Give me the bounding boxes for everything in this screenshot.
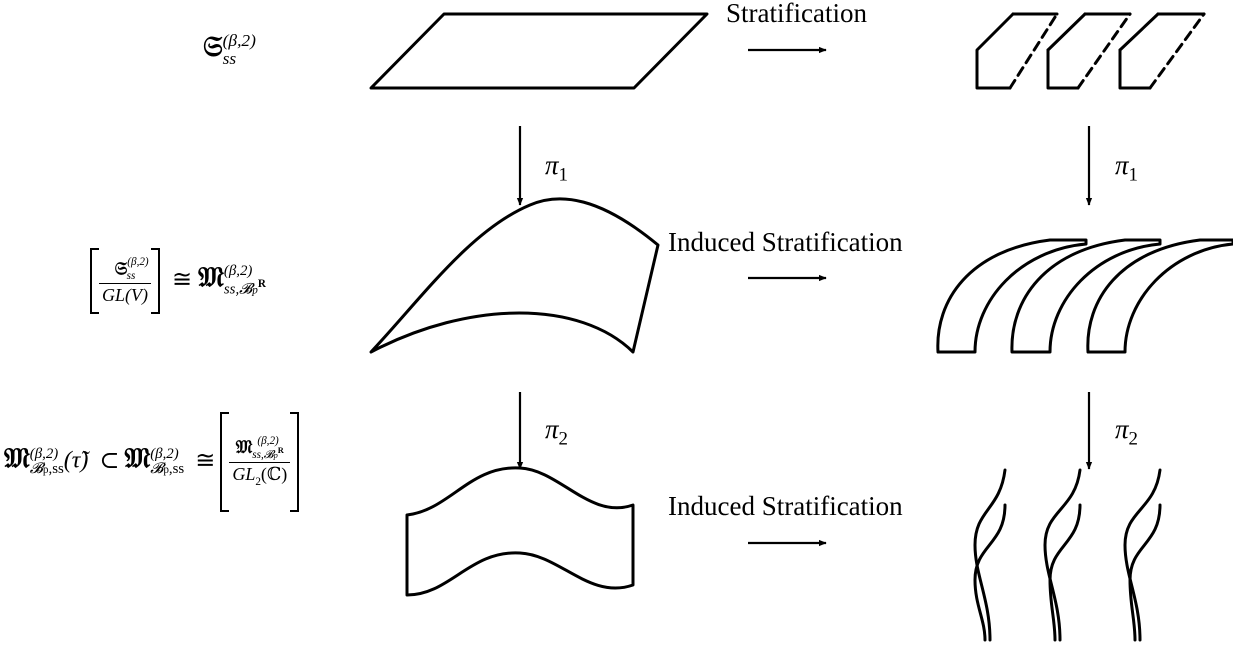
stratified-strips xyxy=(975,12,1206,90)
formula-row3: 𝔐(β,2)𝓑p,ss(τ̃) ⊂𝔐(β,2)𝓑p,ss ≅𝔐(β,2)ss,𝓑… xyxy=(4,412,300,512)
label-pi2-left: π2 xyxy=(545,414,568,450)
curved-surface-shape xyxy=(369,197,660,354)
caption-stratification: Stratification xyxy=(726,0,867,28)
parallelogram-shape xyxy=(369,12,709,90)
curved-strips xyxy=(936,238,1233,354)
caption-induced-stratification-2: Induced Stratification xyxy=(668,491,903,521)
label-pi1-left: π1 xyxy=(545,150,568,186)
wavy-surface-shape xyxy=(405,466,635,597)
caption-induced-stratification-1: Induced Stratification xyxy=(668,227,903,257)
label-pi2-right: π2 xyxy=(1115,414,1138,450)
formula-row1: 𝔖(β,2)ss xyxy=(203,30,256,68)
label-pi1-right: π1 xyxy=(1115,150,1138,186)
twisted-strands xyxy=(973,468,1162,642)
